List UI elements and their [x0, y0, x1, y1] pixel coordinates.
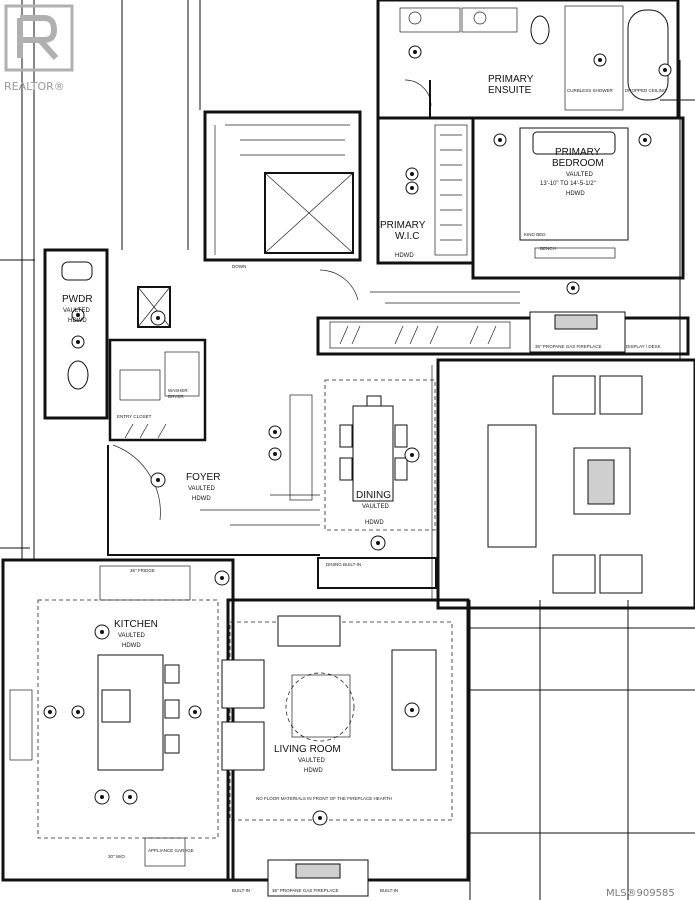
- living-title: LIVING ROOM: [274, 744, 341, 755]
- kitchen-wo: 30" W/O: [108, 854, 125, 859]
- foyer-sub: VAULTED: [188, 486, 215, 492]
- entry-closet-laundry: WASHER DRYER ENTRY CLOSET: [108, 286, 207, 442]
- wic-tag: HDWD: [395, 253, 414, 259]
- living-tag: HDWD: [304, 768, 323, 774]
- kitchen-title: KITCHEN: [114, 619, 158, 630]
- primary-ensuite: PRIMARY ENSUITE CURBLESS SHOWER DROPPED …: [376, 0, 680, 120]
- kitchen-fridge: 36" FRIDGE: [130, 568, 155, 573]
- ensuite-title-1: PRIMARY: [488, 74, 534, 85]
- mls-number: MLS®909585: [606, 888, 675, 899]
- kitchen-sub: VAULTED: [118, 633, 145, 639]
- living-builtin-right: BUILT-IN: [380, 888, 398, 893]
- living-builtin-left: BUILT-IN: [232, 888, 250, 893]
- bedroom-bench: BENCH: [540, 246, 556, 251]
- washer-label: WASHER: [168, 388, 188, 393]
- stair-down-label: DOWN: [232, 264, 246, 269]
- realtor-text: REALTOR®: [4, 80, 65, 93]
- dining-title: DINING: [356, 490, 391, 501]
- bedroom-dims: 13'-10" TO 14'-5-1/2": [540, 181, 596, 187]
- powder-room: PWDR VAULTED HDWD: [43, 248, 109, 420]
- primary-wardrobe-band: 36" PROPANE GAS FIREPLACE DISPLAY / DESK: [316, 269, 690, 356]
- bedroom-title-2: BEDROOM: [552, 158, 604, 169]
- family-room-right: [431, 358, 695, 610]
- bedroom-title-1: PRIMARY: [555, 147, 601, 158]
- ensuite-note-shower: CURBLESS SHOWER: [567, 88, 614, 93]
- kitchen-tag: HDWD: [122, 643, 141, 649]
- ensuite-marker: [408, 45, 672, 77]
- dining-builtin: DINING BUILT-IN: [326, 562, 361, 567]
- bedroom-kingbed: KING BED: [524, 232, 546, 237]
- ensuite-note-ceiling: DROPPED CEILING: [625, 88, 667, 93]
- bedroom-sub: VAULTED: [566, 172, 593, 178]
- entry-closet-label: ENTRY CLOSET: [117, 414, 152, 419]
- dryer-label: DRYER: [168, 394, 184, 399]
- powder-sub: VAULTED: [63, 308, 90, 314]
- wic-title-2: W.I.C: [395, 231, 419, 242]
- display-desk-note: DISPLAY / DESK: [626, 344, 661, 349]
- primary-bedroom: PRIMARY BEDROOM VAULTED 13'-10" TO 14'-5…: [471, 116, 685, 295]
- primary-fireplace-note: 36" PROPANE GAS FIREPLACE: [535, 344, 602, 349]
- foyer-title: FOYER: [186, 472, 220, 483]
- dining: DINING VAULTED HDWD DINING BUILT-IN: [268, 379, 437, 589]
- living-sub: VAULTED: [298, 758, 325, 764]
- foyer-tag: HDWD: [192, 496, 211, 502]
- living-room: LIVING ROOM VAULTED HDWD NO FLOOR MATERI…: [221, 598, 470, 897]
- living-hearth-note: NO FLOOR MATERIALS IN FRONT OF THE FIREP…: [256, 796, 392, 801]
- living-fireplace-note: 36" PROPANE GAS FIREPLACE: [272, 888, 339, 893]
- wic-title-1: PRIMARY: [380, 220, 426, 231]
- kitchen-appliance-garage: APPLIANCE GARAGE: [148, 848, 194, 853]
- primary-wic: PRIMARY W.I.C HDWD: [376, 116, 475, 265]
- bedroom-tag: HDWD: [566, 191, 585, 197]
- stairwell: DOWN: [203, 110, 362, 269]
- powder-title: PWDR: [62, 294, 93, 305]
- dining-sub: VAULTED: [362, 504, 389, 510]
- realtor-logo: REALTOR®: [4, 4, 74, 93]
- ensuite-title-2: ENSUITE: [488, 85, 532, 96]
- dining-tag: HDWD: [365, 520, 384, 526]
- powder-tag: HDWD: [68, 318, 87, 324]
- foyer: FOYER VAULTED HDWD: [107, 444, 320, 556]
- kitchen: KITCHEN VAULTED HDWD 36" FRIDGE 30" W/O …: [1, 558, 235, 882]
